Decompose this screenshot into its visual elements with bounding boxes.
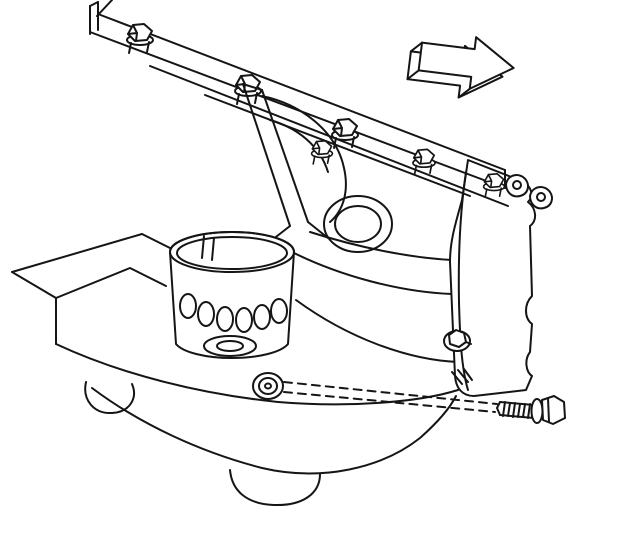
ear-1-hole [512,180,522,190]
ear-2-hole [536,192,546,202]
retaining-bolt [496,395,566,425]
leader-line-upper [283,381,498,405]
filter-seam-lines [201,235,215,261]
flange-nut-1 [126,23,154,54]
pan-lower-edge [55,343,459,406]
boss-middle [258,377,278,395]
ear-2 [529,186,553,210]
cover-bolt-hex [448,329,467,348]
flange-end-ears [505,174,553,210]
louver-6 [270,298,288,324]
mount-bracket [242,83,347,241]
seam-hatch-marks [451,368,473,385]
bracket-strut-right [261,89,309,223]
boss-center [264,382,272,390]
leader-line-lower [283,391,496,413]
crossmember-left-edge [11,271,57,345]
louver-1 [179,293,197,319]
bolt-hex-head [541,395,566,425]
filter-outlet-inner [216,340,244,352]
cover-bolt-edge [465,341,472,345]
block-left-edge [89,1,99,35]
bracket-base-lines [271,221,329,241]
bolt-flange-washer [530,398,544,424]
boss-outer-ring [323,195,393,253]
louver-5 [253,304,271,330]
boss-inner-ring [334,205,382,243]
flange-nut-3 [331,118,359,149]
crossmember-top-edge [11,233,143,273]
oil-pan-bottom [55,343,459,507]
block-corner-line [96,0,113,17]
bracket-strut-top [242,83,263,91]
cover-bolt [443,329,472,352]
pan-sweep-lower [295,299,459,363]
ear-1 [505,174,529,198]
pan-sweep-top [309,231,453,261]
pan-sweep-upper [291,251,453,295]
rail-top-line [97,13,506,171]
filter-top-rim [169,231,295,273]
bracket-strut-left [242,83,291,227]
panel-inner-edge [457,171,469,391]
rear-cover-panel [449,159,536,397]
rail-inner-line [204,94,471,197]
crossmember-fold [55,267,167,299]
leader-lines [283,381,498,413]
arrow-extrude-edges [406,41,471,99]
sump-foot-tab [229,469,321,507]
pan-left-foot [84,381,135,415]
louver-4 [235,307,253,333]
mount-boss [323,195,393,253]
bolt-head-facet [547,397,550,423]
direction-arrow-icon [406,36,515,99]
oil-pan-contours [291,231,459,363]
bracket-web-inner [269,119,329,173]
louver-3 [216,306,234,332]
engine-flange-rail [89,0,553,210]
left-crossmember [11,233,183,345]
sump-bottom-edge [91,387,457,475]
boss-outer [252,372,284,400]
bolt-tip [496,401,501,416]
panel-outline [449,159,536,397]
block-corner-cap [89,1,99,7]
bracket-nut [310,140,334,165]
filter-top-rim-inner [176,236,288,270]
filter-outlet-outer [203,335,257,357]
louver-2 [197,301,215,327]
arrow-front-face [417,36,515,90]
oil-filter [169,231,295,360]
filter-louvers [179,293,288,333]
bolt-threads [502,401,531,419]
diagram-linework [11,0,566,507]
bracket-web-outer [261,95,347,223]
pan-attachment-boss [252,372,284,400]
